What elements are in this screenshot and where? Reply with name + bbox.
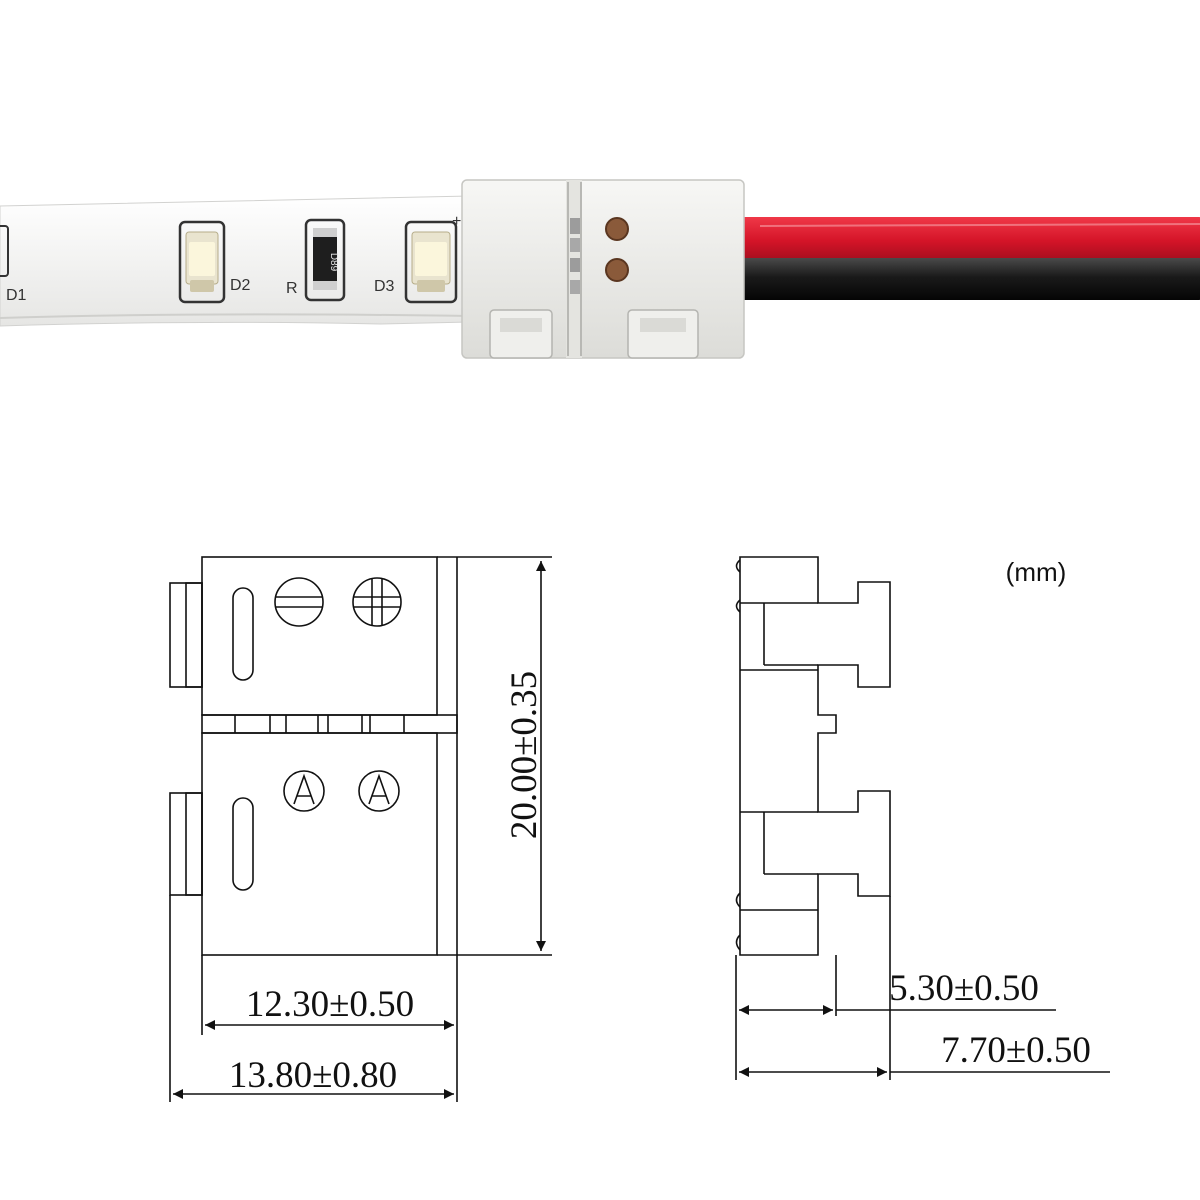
- dim-height: 20.00±0.35: [504, 671, 545, 839]
- contact-icon: [605, 258, 629, 282]
- resistor-code: D89: [328, 253, 339, 272]
- label-plus: +: [452, 213, 461, 230]
- led-strip: [0, 195, 471, 327]
- led-d2: [178, 220, 226, 304]
- front-view-drawing: [169, 556, 552, 1102]
- contact-icon: [605, 217, 629, 241]
- dim-outer-width: 13.80±0.80: [229, 1055, 397, 1096]
- product-photo: D1 D2 R D3 + D89: [0, 179, 1200, 359]
- latch: [627, 309, 699, 359]
- label-d2: D2: [230, 277, 251, 294]
- resistor: [304, 218, 346, 302]
- label-d1: D1: [6, 287, 27, 304]
- dim-side-outer: 7.70±0.50: [941, 1030, 1091, 1071]
- label-r: R: [286, 280, 298, 297]
- unit-label: (mm): [1006, 557, 1067, 587]
- label-d3: D3: [374, 278, 395, 295]
- connector-photo: [461, 179, 745, 359]
- black-wire: [735, 258, 1200, 300]
- led-d1-pad: [0, 225, 9, 277]
- led-d3: [404, 220, 458, 304]
- cable: [735, 217, 1200, 300]
- red-wire: [735, 217, 1200, 265]
- dim-side-inner: 5.30±0.50: [889, 968, 1039, 1009]
- latch: [489, 309, 553, 359]
- side-view-drawing: [735, 556, 1110, 1080]
- dim-inner-width: 12.30±0.50: [246, 984, 414, 1025]
